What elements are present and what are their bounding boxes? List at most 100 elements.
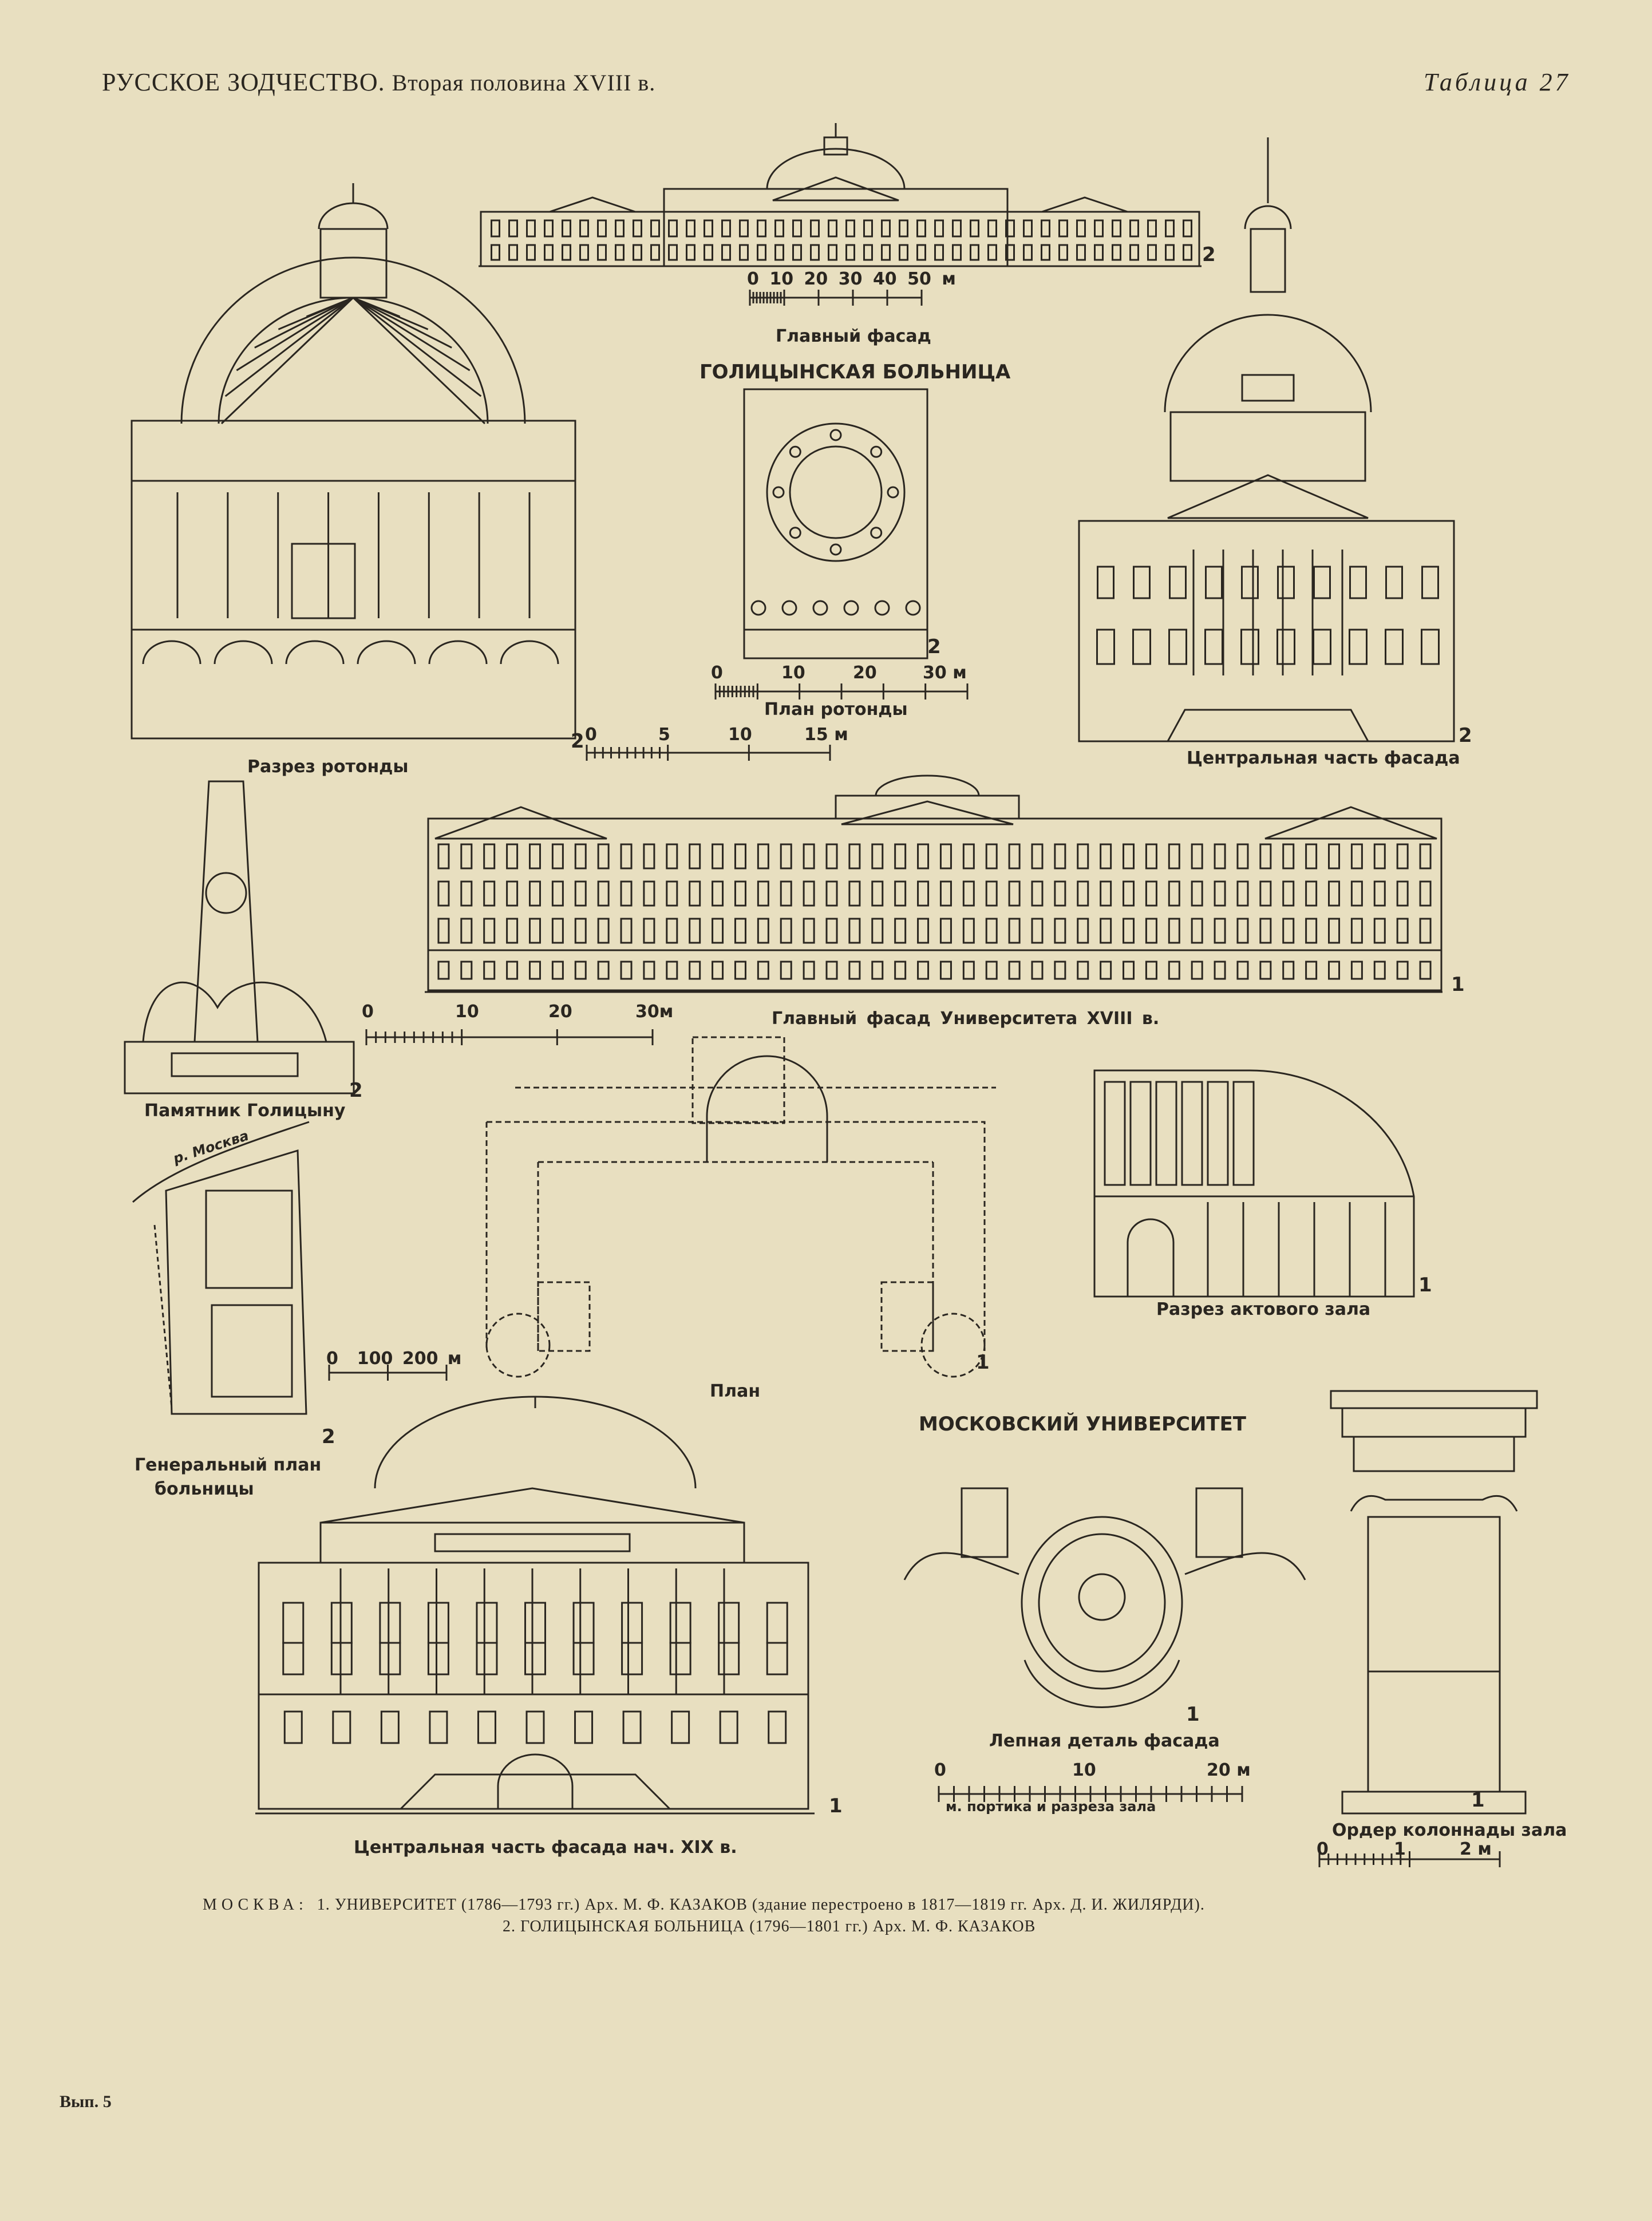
issue-number: Вып. 5 [60,2092,112,2111]
marker: 1 [829,1795,843,1817]
scale-label: 15 м [804,725,848,745]
window [985,961,998,980]
window [894,961,907,980]
window [1077,918,1089,944]
window [1168,918,1180,944]
window [666,880,678,907]
marker: 1 [1451,973,1465,996]
window [579,244,589,261]
window [1214,880,1226,907]
column-shaft-lower [1367,1670,1501,1793]
city-label: МОСКВА: [203,1896,308,1914]
window [524,1642,546,1675]
caption: Лепная деталь фасада [989,1731,1220,1751]
window [916,244,926,261]
window [1421,566,1439,599]
scale-label: 1 [1394,1839,1406,1859]
window [528,918,541,944]
window [848,843,861,870]
arch-door [1127,1218,1175,1297]
window [766,1602,788,1644]
window [1236,843,1249,870]
window [1259,843,1272,870]
window [528,961,541,980]
window [1123,880,1135,907]
site-outline [165,1149,307,1415]
window [1350,961,1363,980]
ceiling-panel [1155,1081,1177,1186]
urn [961,1487,1009,1558]
window [528,843,541,870]
window [1097,566,1114,599]
scale-label: 10 [781,663,805,683]
window [1259,880,1272,907]
window [962,961,975,980]
window [985,880,998,907]
window [1129,244,1139,261]
entablature [319,1521,745,1564]
window [1008,918,1021,944]
window [437,880,450,907]
window [1396,880,1409,907]
column [874,600,890,616]
window [774,244,784,261]
window [1373,843,1386,870]
caption-line2: больницы [155,1479,254,1499]
window [718,1602,740,1644]
window [1183,244,1192,261]
coffer-line [224,297,354,397]
window [1169,566,1187,599]
window [1350,843,1363,870]
window [1094,219,1104,238]
window [483,918,496,944]
window [863,244,873,261]
window [768,1710,787,1744]
window [739,219,749,238]
column [829,429,842,441]
window [483,880,496,907]
window [1031,880,1044,907]
window [1240,629,1259,665]
window [1054,961,1066,980]
window [476,1642,498,1675]
window [508,244,518,261]
window [1328,961,1341,980]
bust [205,872,247,914]
window [792,219,802,238]
window [1373,880,1386,907]
window [970,219,979,238]
window [1349,629,1368,665]
window [939,918,952,944]
ceiling-panel [1207,1081,1229,1186]
window [721,219,731,238]
hall-apse [706,1055,828,1162]
window [1100,843,1112,870]
window [669,1602,691,1644]
window [871,918,884,944]
window [282,1602,305,1644]
column [750,600,766,616]
window [1350,918,1363,944]
window [803,918,815,944]
window [1385,566,1403,599]
window [506,880,519,907]
window [1023,244,1033,261]
window [721,244,731,261]
window [970,244,979,261]
window [845,219,855,238]
caption: Разрез актового зала [1156,1299,1371,1319]
window [574,1710,594,1744]
window [1282,918,1295,944]
window [643,918,655,944]
window [757,843,769,870]
window [689,918,701,944]
window [987,244,997,261]
window [894,918,907,944]
window [803,961,815,980]
inscription-band [434,1533,631,1552]
scale-label: 10 [728,725,752,745]
window [1100,880,1112,907]
pediment [549,196,636,213]
dome [285,640,345,665]
